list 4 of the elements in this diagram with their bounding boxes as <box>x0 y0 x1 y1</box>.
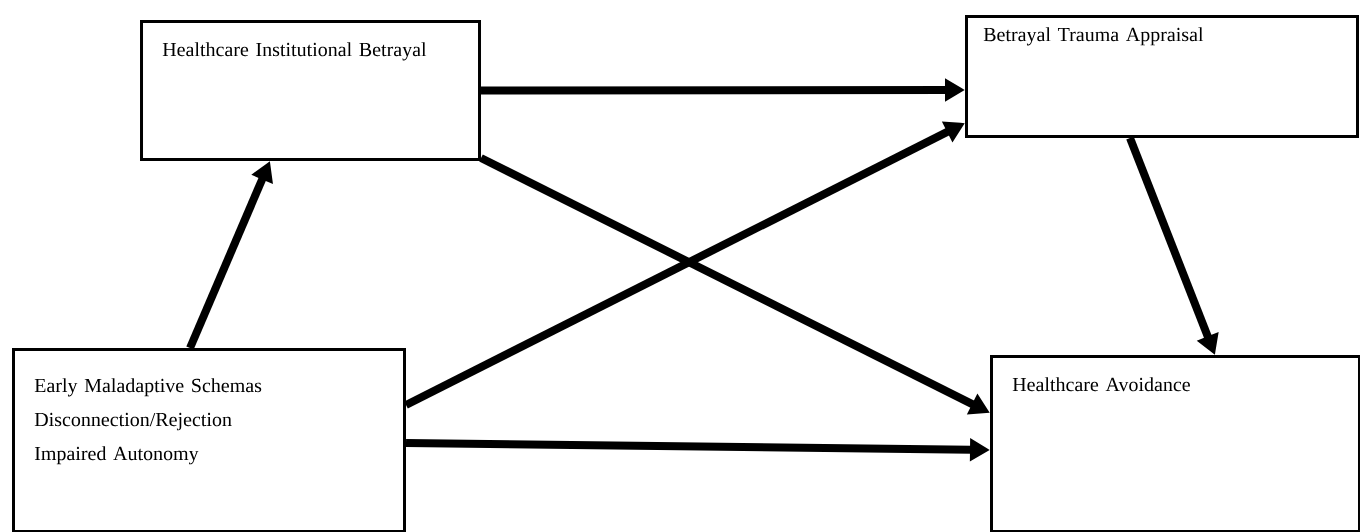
process-box: Betrayal Trauma Appraisal <box>965 15 1359 138</box>
process-box: Early Maladaptive Schemas Disconnection/Rejection Impaired Autonomy <box>12 348 406 532</box>
process-box: Healthcare Institutional Betrayal <box>140 20 481 161</box>
process-box: Healthcare Avoidance <box>990 355 1360 532</box>
